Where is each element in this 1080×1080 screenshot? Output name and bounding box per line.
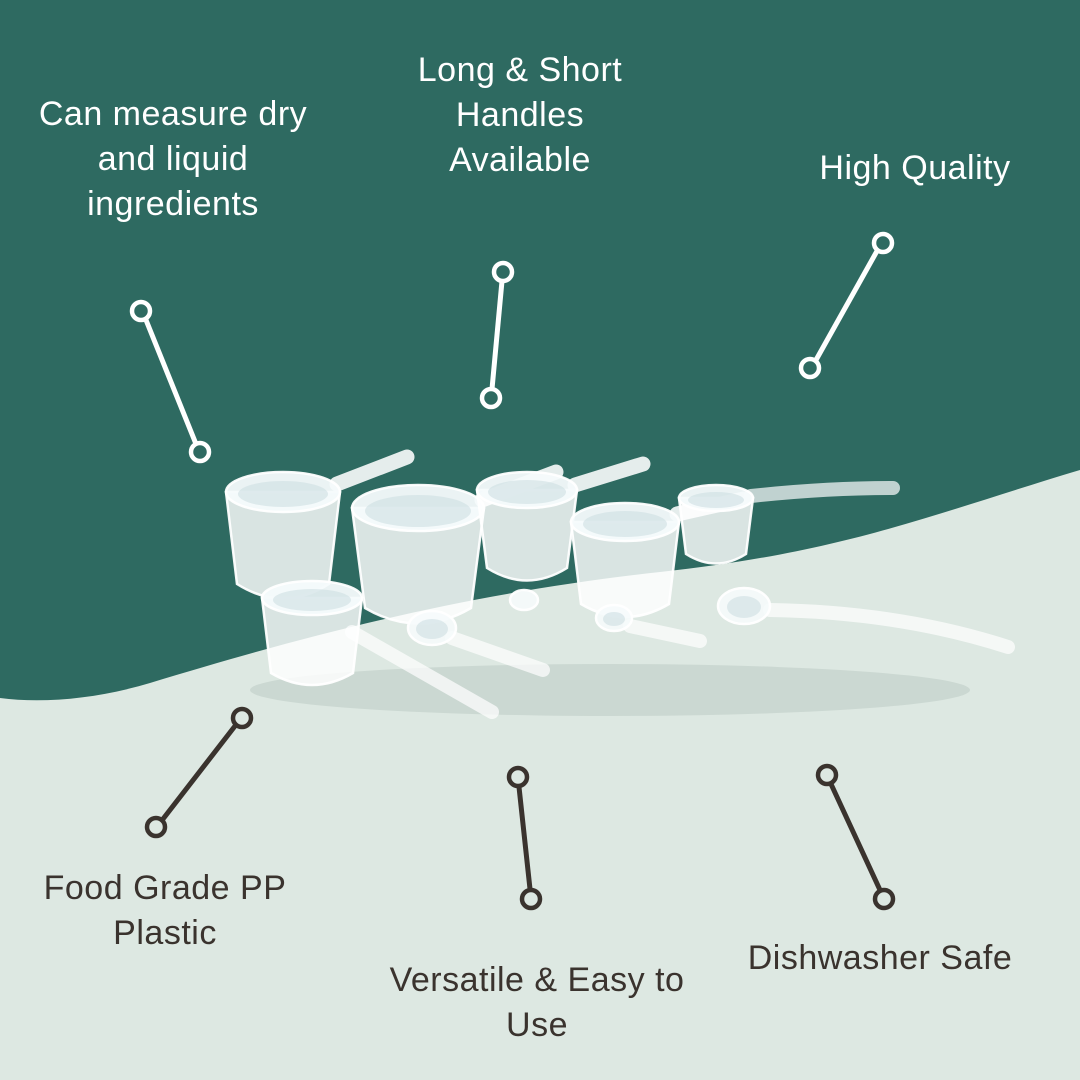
connector-quality <box>798 231 895 380</box>
callout-measure-line3: ingredients <box>87 185 259 223</box>
callout-food-grade-line1: Food Grade PP <box>43 869 287 907</box>
callout-quality-line1: High Quality <box>819 149 1011 187</box>
measuring-cup-4 <box>569 501 681 619</box>
connector-food-grade <box>144 706 254 839</box>
callout-dishwasher: Dishwasher Safe <box>690 936 1070 981</box>
measuring-scoop-left <box>260 579 364 687</box>
callout-handles-line3: Available <box>449 141 591 179</box>
connector-handles <box>479 260 515 410</box>
long-handles <box>345 481 1015 719</box>
connector-measure <box>129 299 212 464</box>
callout-handles-line2: Handles <box>455 96 585 134</box>
measuring-cup-1 <box>224 470 342 600</box>
connector-dishwasher <box>815 763 896 911</box>
callout-measure: Can measure dry and liquid ingredients <box>8 92 338 227</box>
callout-measure-line2: and liquid <box>97 140 249 178</box>
connector-versatile <box>506 765 543 911</box>
measuring-cup-5 <box>677 483 755 565</box>
callout-food-grade: Food Grade PP Plastic <box>0 866 330 956</box>
callout-quality: High Quality <box>760 146 1070 191</box>
callout-versatile-line1: Versatile & Easy to <box>389 961 685 999</box>
callout-handles-line1: Long & Short <box>417 51 623 89</box>
callout-dishwasher-line1: Dishwasher Safe <box>747 939 1013 977</box>
callout-versatile: Versatile & Easy to Use <box>330 958 744 1048</box>
small-spoons <box>406 586 772 647</box>
measuring-cup-3 <box>475 470 579 582</box>
callout-versatile-line2: Use <box>506 1006 568 1044</box>
callout-measure-line1: Can measure dry <box>38 95 308 133</box>
callout-handles: Long & Short Handles Available <box>368 48 672 183</box>
callout-food-grade-line2: Plastic <box>113 914 217 952</box>
